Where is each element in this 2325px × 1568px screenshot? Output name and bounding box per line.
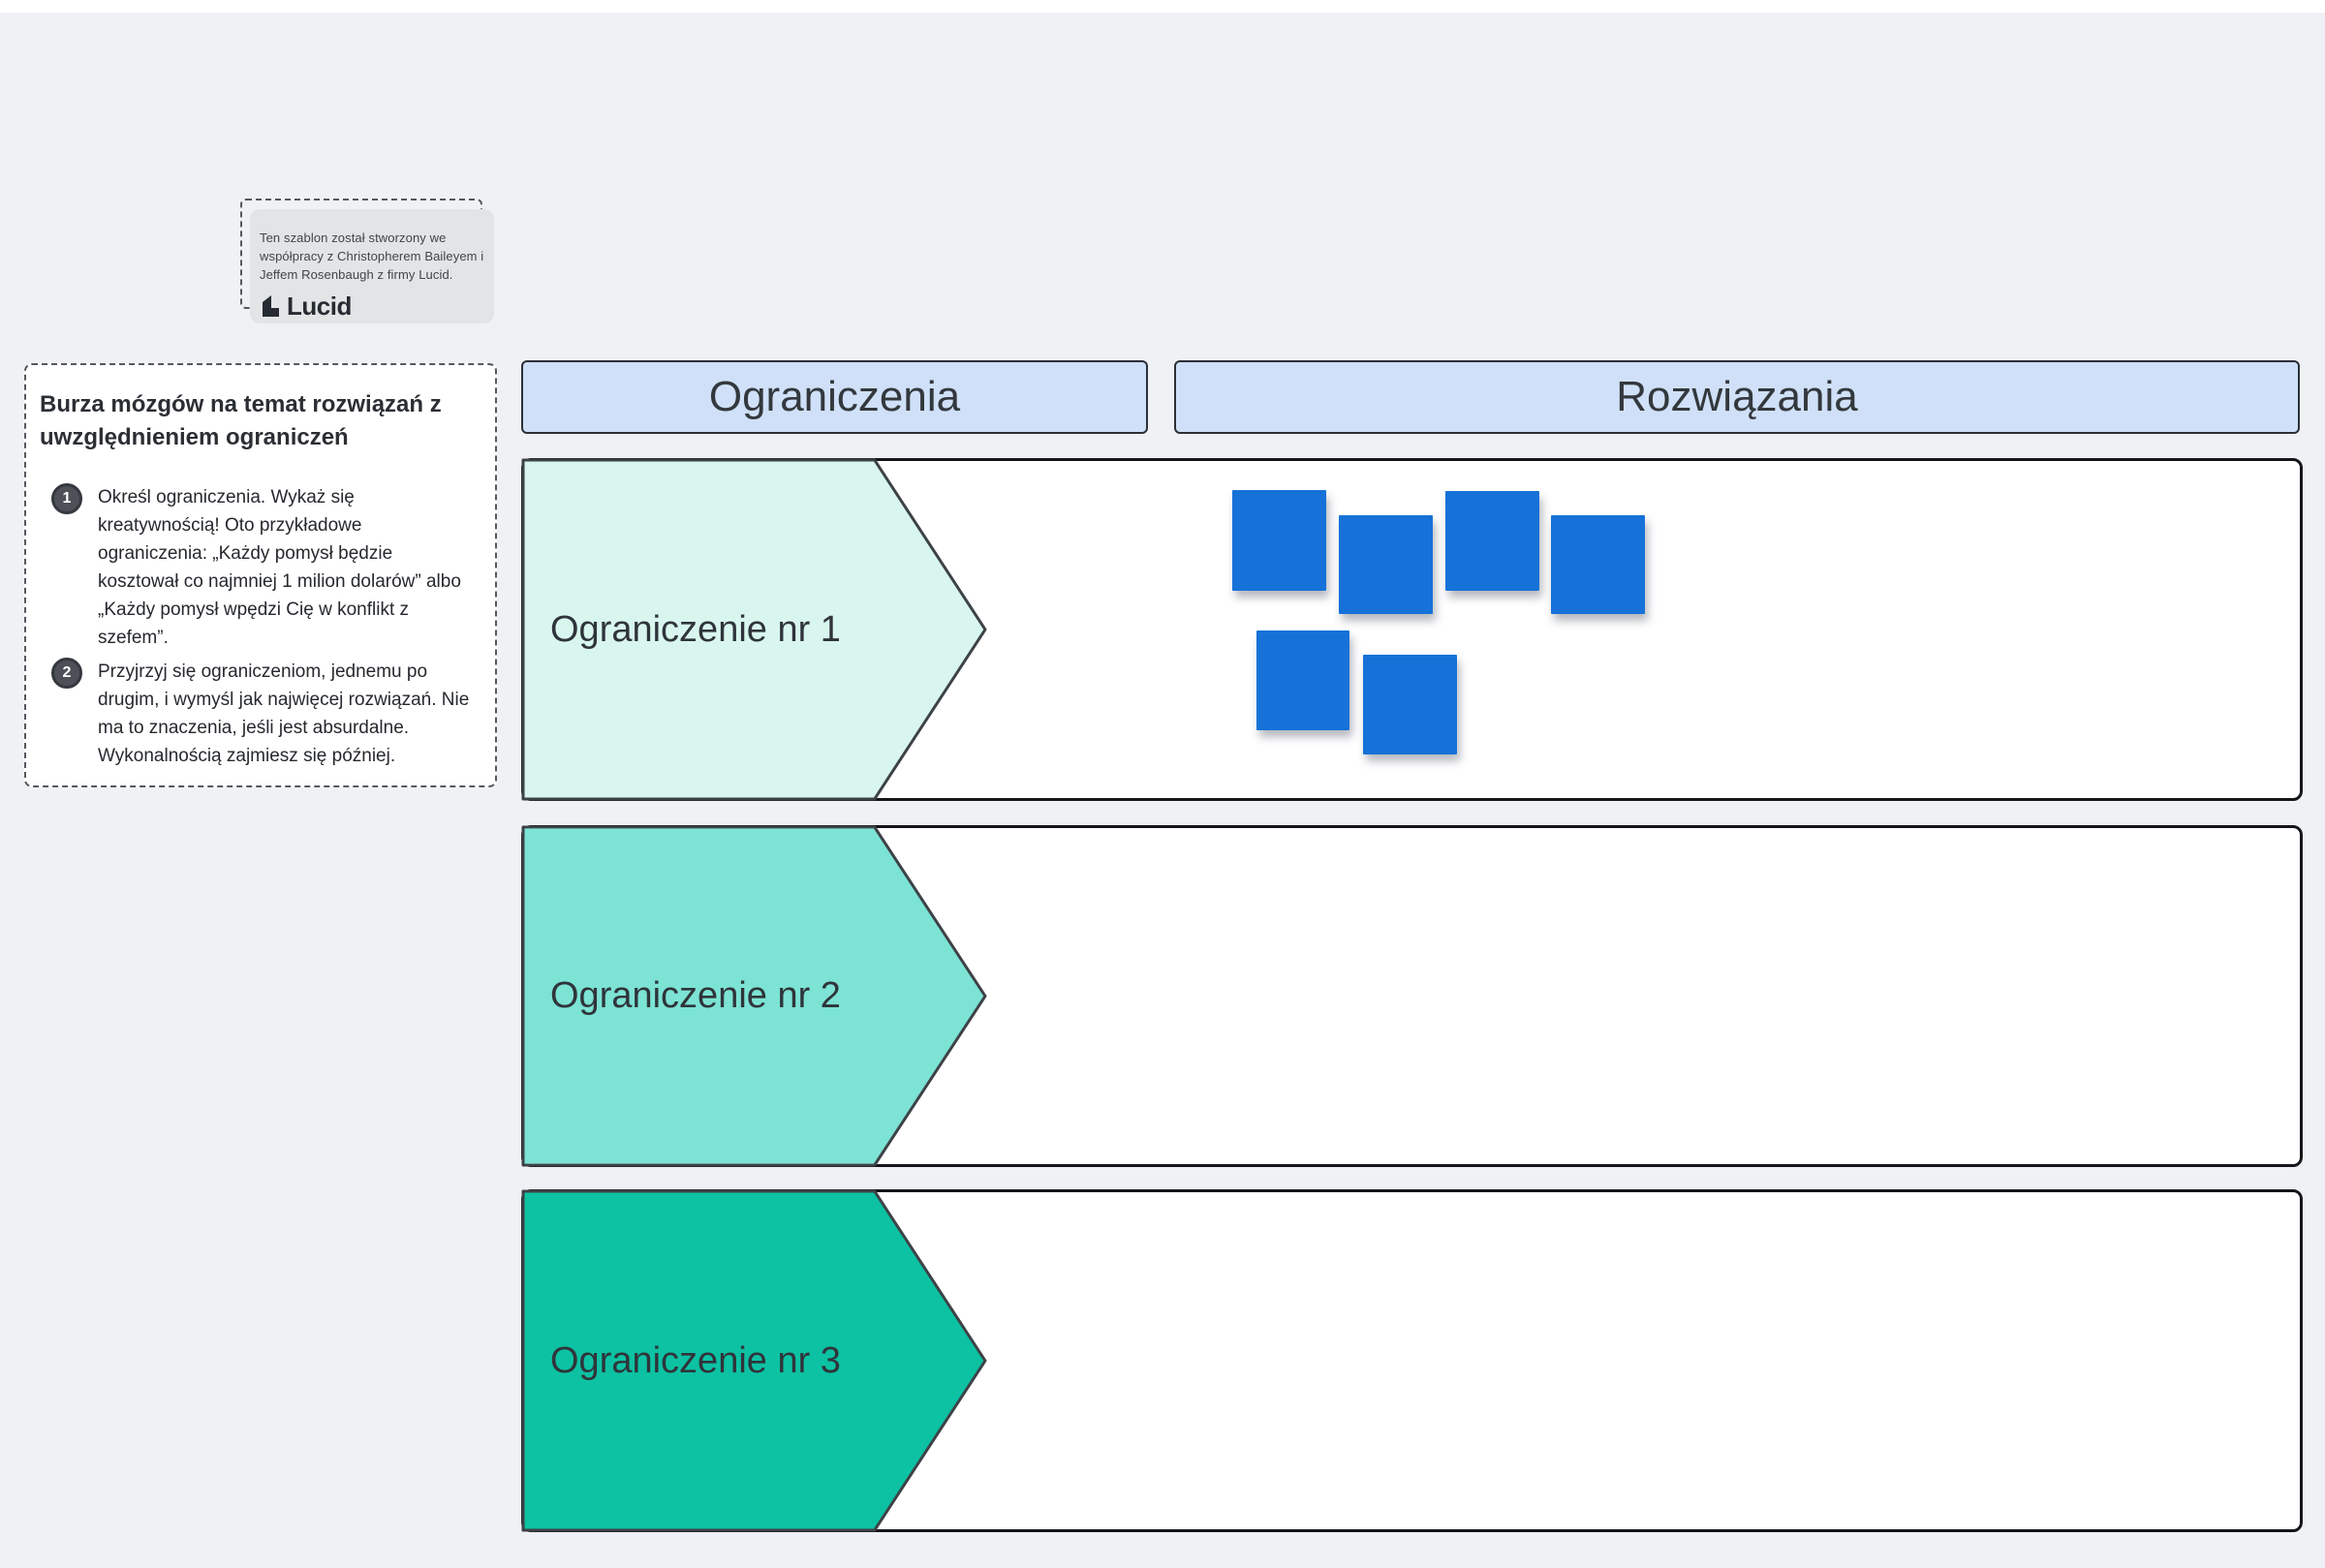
lucid-logo: Lucid xyxy=(260,292,484,321)
attribution-line: Ten szablon został stworzony we xyxy=(260,231,447,245)
attribution-line: Jeffem Rosenbaugh z firmy Lucid. xyxy=(260,267,453,282)
step-2-badge: 2 xyxy=(51,658,82,689)
constraint-1-label: Ograniczenie nr 1 xyxy=(550,608,841,650)
constraint-2-label: Ograniczenie nr 2 xyxy=(550,975,841,1016)
lucid-logo-wordmark: Lucid xyxy=(287,292,352,321)
column-header-solutions[interactable]: Rozwiązania xyxy=(1174,360,2300,434)
attribution-card[interactable]: Ten szablon został stworzony we współpra… xyxy=(250,209,494,323)
column-header-constraints[interactable]: Ograniczenia xyxy=(521,360,1148,434)
sticky-note[interactable] xyxy=(1256,630,1349,730)
step-1-badge: 1 xyxy=(51,483,82,514)
instruction-step-1: 1 Określ ograniczenia. Wykaż się kreatyw… xyxy=(40,483,476,652)
column-header-solutions-label: Rozwiązania xyxy=(1616,373,1858,420)
sticky-note[interactable] xyxy=(1232,490,1326,591)
step-1-text: Określ ograniczenia. Wykaż się kreatywno… xyxy=(98,487,461,648)
lane-constraint-2[interactable]: Ograniczenie nr 2 xyxy=(521,825,2303,1167)
top-strip xyxy=(0,0,2325,13)
lane-constraint-3[interactable]: Ograniczenie nr 3 xyxy=(521,1189,2303,1532)
constraint-1-arrow[interactable]: Ograniczenie nr 1 xyxy=(521,458,987,801)
step-2-text: Przyjrzyj się ograniczeniom, jednemu po … xyxy=(98,661,470,766)
attribution-line: współpracy z Christopherem Baileyem i xyxy=(260,249,484,263)
constraint-2-arrow[interactable]: Ograniczenie nr 2 xyxy=(521,825,987,1167)
sticky-note[interactable] xyxy=(1363,655,1457,754)
lucid-logo-icon xyxy=(263,295,279,317)
sticky-note[interactable] xyxy=(1445,491,1539,591)
column-header-constraints-label: Ograniczenia xyxy=(708,373,961,420)
attribution-text: Ten szablon został stworzony we współpra… xyxy=(260,229,484,284)
sticky-note[interactable] xyxy=(1551,515,1645,614)
sticky-note[interactable] xyxy=(1339,515,1433,614)
constraint-3-arrow[interactable]: Ograniczenie nr 3 xyxy=(521,1189,987,1532)
instruction-step-2: 2 Przyjrzyj się ograniczeniom, jednemu p… xyxy=(40,658,476,770)
instructions-panel[interactable]: Burza mózgów na temat rozwiązań z uwzglę… xyxy=(24,363,497,787)
instructions-title: Burza mózgów na temat rozwiązań z uwzglę… xyxy=(40,391,442,450)
constraint-3-label: Ograniczenie nr 3 xyxy=(550,1339,841,1381)
